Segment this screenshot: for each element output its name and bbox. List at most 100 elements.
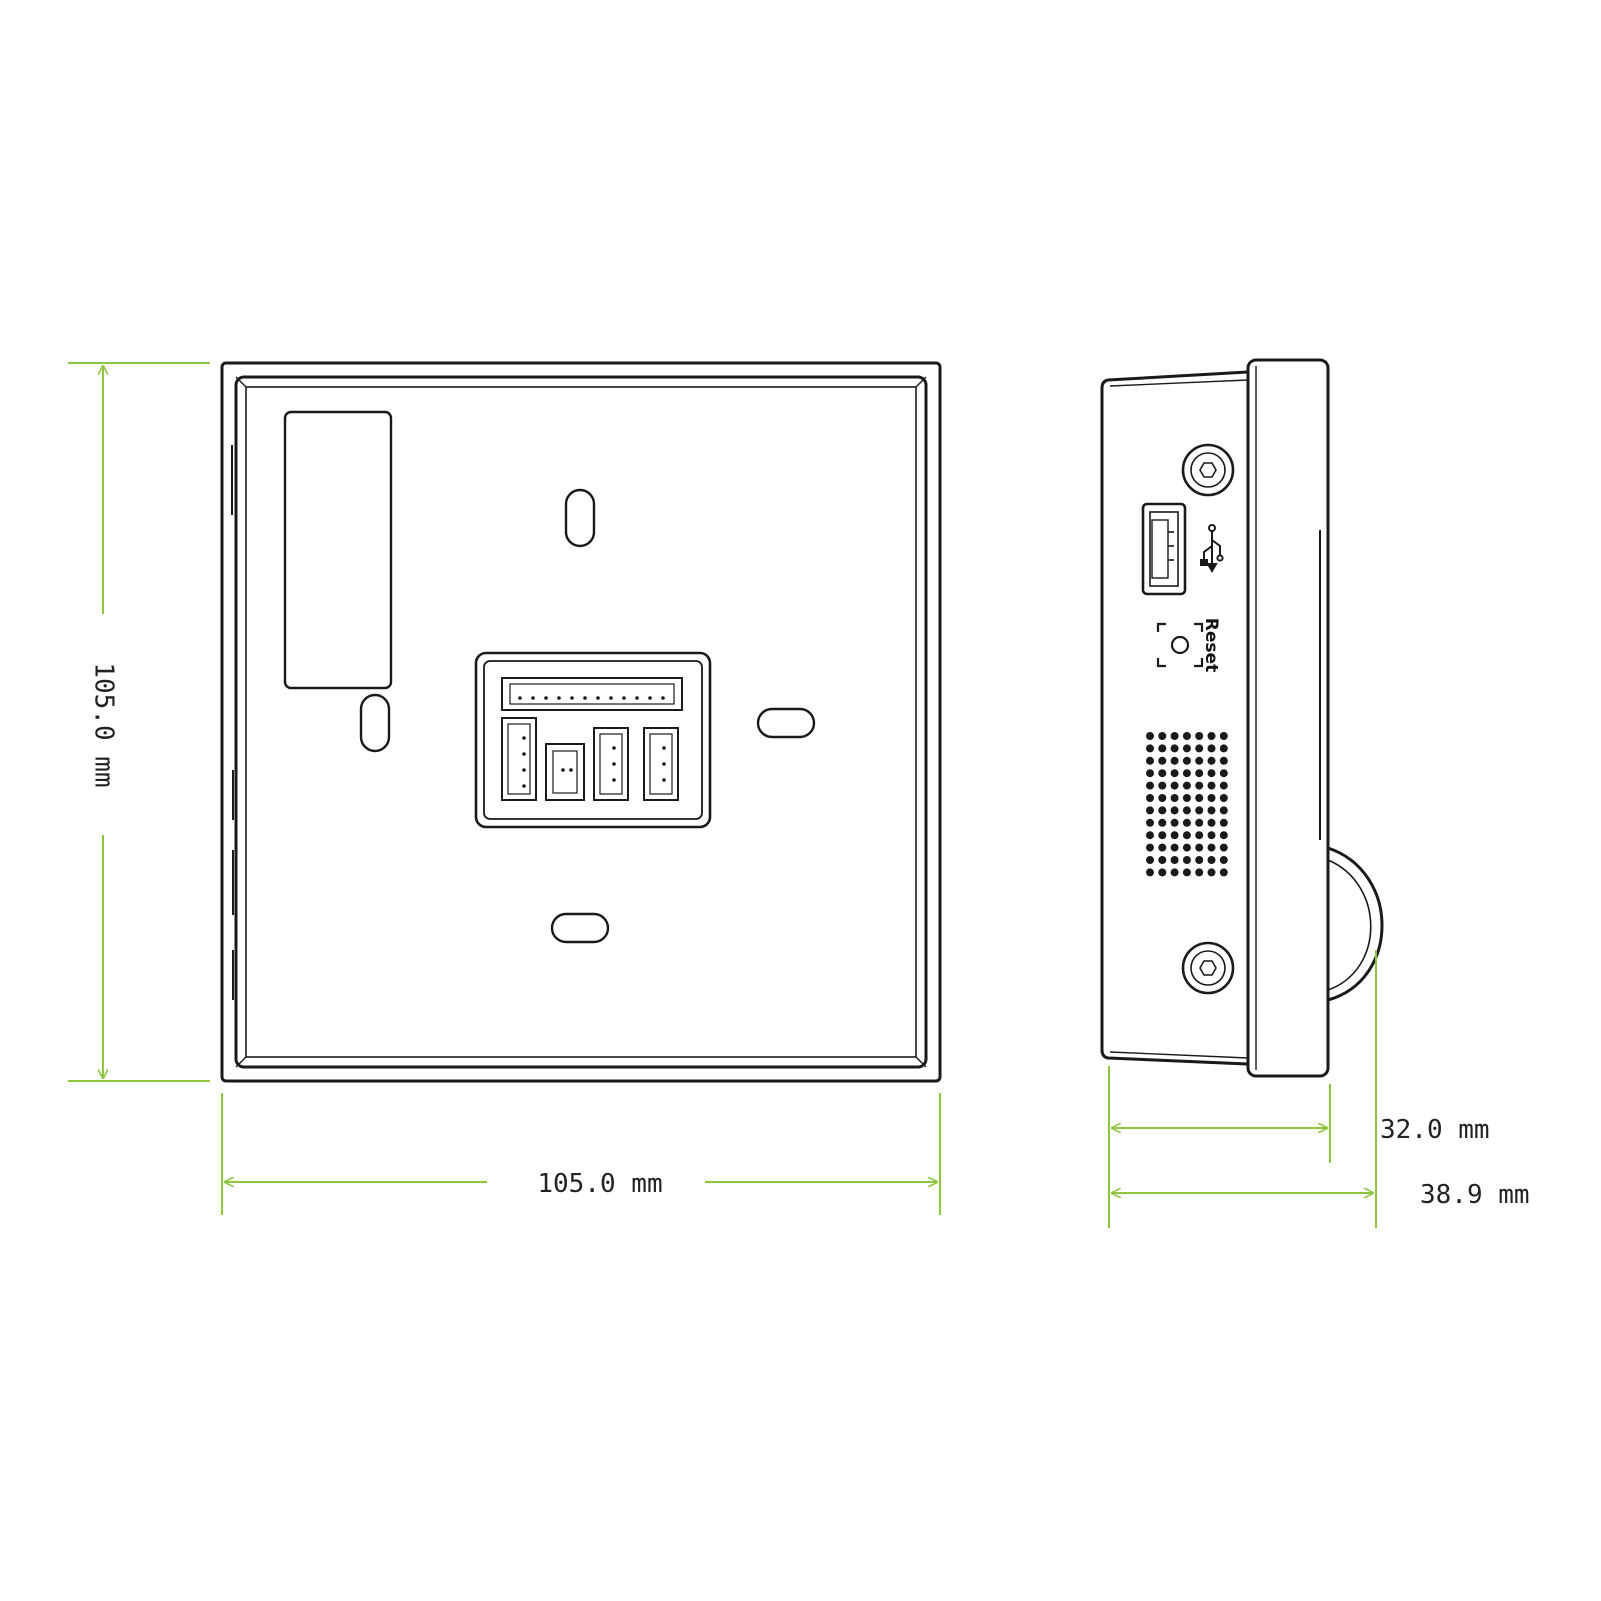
back-view-outer-frame — [220, 361, 942, 1083]
speaker-hole — [1219, 831, 1228, 840]
speaker-hole — [1146, 831, 1154, 840]
terminal-connector-1 — [501, 717, 537, 801]
speaker-hole — [1195, 756, 1204, 765]
mounting-slot-bottom — [550, 912, 610, 944]
speaker-hole — [1219, 769, 1228, 778]
speaker-hole — [1219, 806, 1228, 815]
back-view-inner-frame — [234, 375, 928, 1069]
speaker-hole — [1182, 769, 1191, 778]
speaker-hole — [1195, 856, 1204, 864]
speaker-hole — [1207, 769, 1216, 778]
speaker-hole — [1195, 781, 1204, 790]
back-view-corner-bevels — [235, 376, 927, 1068]
usb-port — [1141, 502, 1187, 596]
speaker-hole — [1207, 831, 1216, 840]
speaker-hole — [1146, 781, 1154, 790]
speaker-hole — [1170, 806, 1179, 815]
speaker-hole — [1158, 794, 1167, 802]
terminal-connector-4 — [643, 727, 679, 801]
speaker-hole — [1182, 732, 1191, 740]
back-view — [220, 361, 942, 1083]
speaker-hole — [1170, 756, 1179, 765]
speaker-hole — [1219, 794, 1228, 802]
speaker-hole — [1158, 818, 1167, 827]
speaker-hole — [1219, 744, 1228, 753]
speaker-hole — [1146, 868, 1154, 877]
screw-bottom-icon — [1181, 941, 1235, 995]
speaker-hole — [1219, 868, 1228, 877]
speaker-hole — [1170, 781, 1179, 790]
speaker-hole — [1219, 781, 1228, 790]
speaker-hole — [1207, 856, 1216, 864]
speaker-hole — [1146, 732, 1154, 740]
speaker-hole — [1195, 744, 1204, 753]
speaker-hole — [1146, 818, 1154, 827]
speaker-hole — [1170, 744, 1179, 753]
speaker-hole — [1182, 818, 1191, 827]
speaker-hole — [1195, 868, 1204, 877]
speaker-hole — [1158, 769, 1167, 778]
speaker-hole — [1170, 843, 1179, 852]
speaker-hole — [1146, 843, 1154, 852]
speaker-hole — [1146, 744, 1154, 753]
speaker-hole — [1219, 756, 1228, 765]
speaker-hole — [1182, 781, 1191, 790]
speaker-hole — [1182, 831, 1191, 840]
speaker-hole — [1170, 794, 1179, 802]
speaker-hole — [1182, 806, 1191, 815]
speaker-hole — [1195, 806, 1204, 815]
speaker-hole — [1207, 843, 1216, 852]
speaker-hole — [1146, 769, 1154, 778]
speaker-hole — [1158, 806, 1167, 815]
speaker-hole — [1207, 732, 1216, 740]
side-view-front-bulge — [1327, 846, 1384, 1002]
speaker-hole — [1195, 732, 1204, 740]
width-dimension-label: 105.0 mm — [537, 1169, 662, 1199]
connector-panel — [474, 651, 712, 829]
speaker-hole — [1207, 756, 1216, 765]
mounting-slot-right — [756, 707, 816, 739]
speaker-hole — [1158, 868, 1167, 877]
speaker-hole — [1158, 856, 1167, 864]
total-depth-dimension-label: 38.9 mm — [1420, 1180, 1530, 1210]
terminal-connector-2 — [545, 743, 585, 801]
speaker-hole — [1170, 769, 1179, 778]
header-connector — [501, 677, 683, 711]
dimension-lines — [68, 362, 1377, 1228]
speaker-hole — [1182, 856, 1191, 864]
speaker-hole — [1219, 856, 1228, 864]
speaker-hole — [1158, 781, 1167, 790]
speaker-hole — [1207, 818, 1216, 827]
speaker-hole — [1170, 868, 1179, 877]
height-dimension-label: 105.0 mm — [89, 662, 119, 787]
speaker-hole — [1195, 794, 1204, 802]
back-view-inner-recess — [245, 386, 917, 1058]
speaker-hole — [1195, 769, 1204, 778]
mounting-slot-left — [359, 693, 391, 753]
speaker-hole — [1158, 744, 1167, 753]
mounting-slot-top — [564, 488, 596, 548]
speaker-hole — [1195, 843, 1204, 852]
speaker-hole — [1170, 818, 1179, 827]
speaker-hole — [1207, 868, 1216, 877]
speaker-hole — [1170, 831, 1179, 840]
speaker-hole — [1158, 843, 1167, 852]
speaker-hole — [1207, 794, 1216, 802]
speaker-hole — [1219, 732, 1228, 740]
speaker-hole — [1158, 732, 1167, 740]
speaker-hole — [1219, 843, 1228, 852]
left-edge-features — [231, 445, 237, 1000]
speaker-grille — [1146, 732, 1228, 877]
speaker-hole — [1207, 781, 1216, 790]
speaker-hole — [1219, 818, 1228, 827]
side-view-front-panel — [1246, 358, 1330, 1078]
speaker-hole — [1207, 744, 1216, 753]
reset-label: Reset — [1201, 618, 1221, 672]
speaker-hole — [1170, 856, 1179, 864]
terminal-connector-3 — [593, 727, 629, 801]
speaker-hole — [1158, 831, 1167, 840]
speaker-hole — [1182, 744, 1191, 753]
depth-dimension-label: 32.0 mm — [1380, 1115, 1490, 1145]
side-view — [1100, 358, 1384, 1078]
